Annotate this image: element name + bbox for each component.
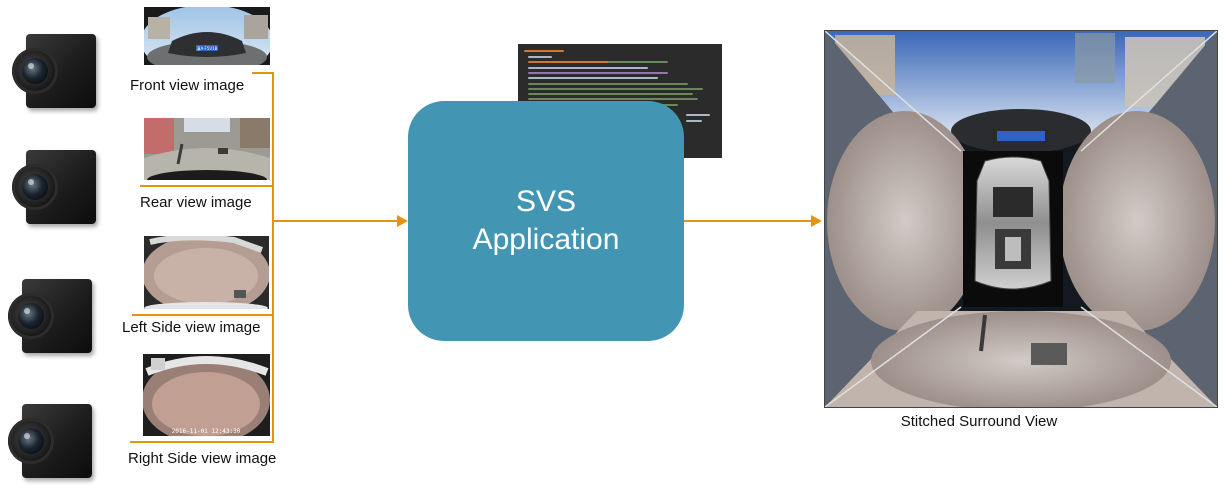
stitched-surround-view-image	[824, 30, 1218, 408]
right-camera-icon	[8, 400, 96, 482]
front-connector	[252, 72, 274, 74]
right-timestamp-text: 2016-11-01 12:43:30	[172, 428, 241, 435]
right-view-thumbnail: 2016-11-01 12:43:30	[143, 354, 270, 436]
right-connector	[130, 441, 274, 443]
rear-view-thumbnail	[144, 118, 270, 180]
svs-to-output-line	[684, 220, 812, 222]
rear-connector	[140, 185, 274, 187]
front-plate-text: 滇A·F5V1B	[197, 45, 218, 51]
front-view-thumbnail: 滇A·F5V1B	[144, 7, 270, 65]
svs-title-line1: SVS	[515, 185, 577, 218]
rear-view-label: Rear view image	[140, 194, 252, 211]
stitched-view-label: Stitched Surround View	[900, 413, 1058, 430]
output-arrow-head	[811, 215, 822, 227]
input-to-svs-line	[272, 220, 398, 222]
left-view-label: Left Side view image	[122, 319, 261, 336]
front-camera-icon	[12, 30, 100, 112]
left-view-thumbnail	[144, 236, 269, 309]
front-view-label: Front view image	[130, 77, 245, 94]
svs-title-line2: Application	[472, 223, 620, 256]
input-bus-line	[272, 72, 274, 443]
svs-application-box: SVS Application	[408, 101, 684, 341]
left-camera-icon	[8, 275, 96, 357]
right-view-label: Right Side view image	[128, 450, 277, 467]
left-connector	[132, 314, 274, 316]
rear-camera-icon	[12, 146, 100, 228]
input-arrow-head	[397, 215, 408, 227]
